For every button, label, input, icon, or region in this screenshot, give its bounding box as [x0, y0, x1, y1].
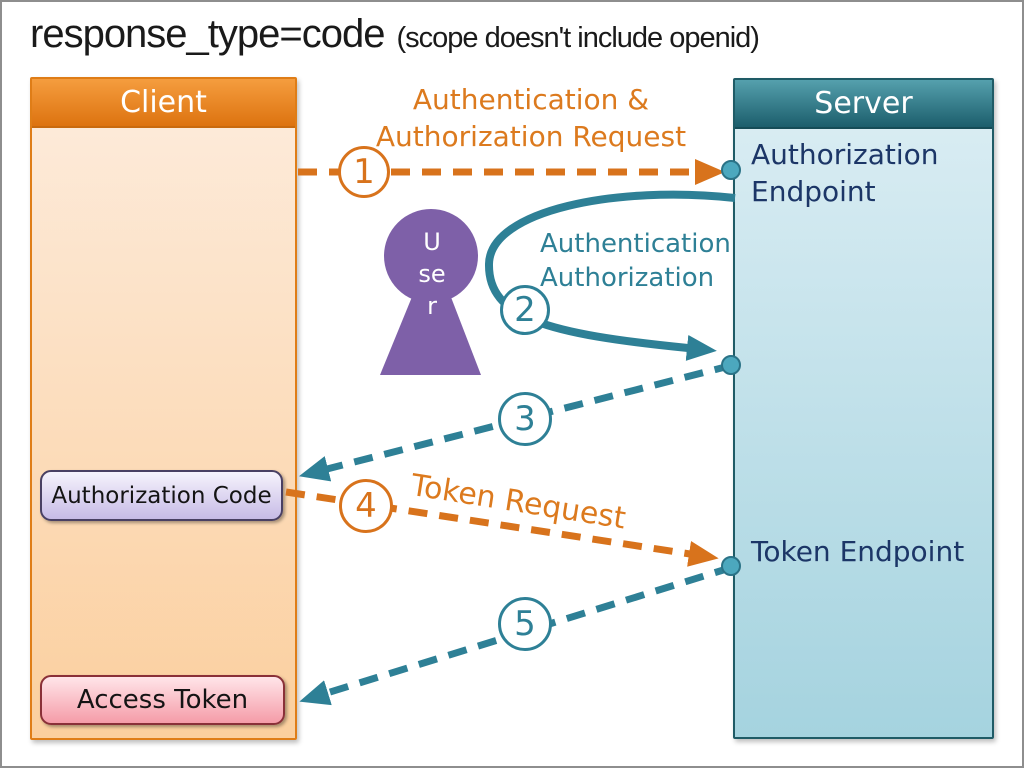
step2-label-line1: Authentication [540, 229, 731, 259]
step2-number-badge: 2 [500, 285, 550, 335]
user-keyhole-icon [380, 209, 481, 375]
step5-number-badge: 5 [498, 597, 552, 651]
access-token-box: Access Token [40, 675, 285, 725]
authorization-endpoint-label: Authorization Endpoint [751, 138, 939, 208]
server-header: Server [735, 80, 992, 129]
server-box: Server [733, 78, 994, 739]
client-box: Client [30, 77, 297, 740]
page-title: response_type=code (scope doesn't includ… [30, 12, 760, 57]
step2-label-line2: Authorization [540, 263, 715, 293]
step1-number-badge: 1 [338, 146, 390, 198]
authorization-code-box: Authorization Code [40, 470, 283, 521]
step4-number-badge: 4 [339, 479, 393, 533]
page-title-sub: (scope doesn't include openid) [396, 22, 760, 54]
authorization-endpoint-dot-bottom [721, 355, 741, 375]
step3-number-badge: 3 [498, 392, 552, 446]
step2-label: Authentication Authorization [540, 227, 731, 295]
step3-arrow [298, 361, 734, 482]
step2-arrow [484, 190, 736, 361]
token-endpoint-dot [721, 556, 741, 576]
token-endpoint-label: Token Endpoint [751, 535, 965, 568]
client-header: Client [32, 79, 295, 128]
page-title-main: response_type=code [30, 12, 385, 56]
step1-label: Authentication & Authorization Request [375, 83, 687, 153]
authorization-endpoint-dot-top [721, 160, 741, 180]
user-label: User [418, 228, 446, 320]
step5-arrow [299, 563, 735, 706]
